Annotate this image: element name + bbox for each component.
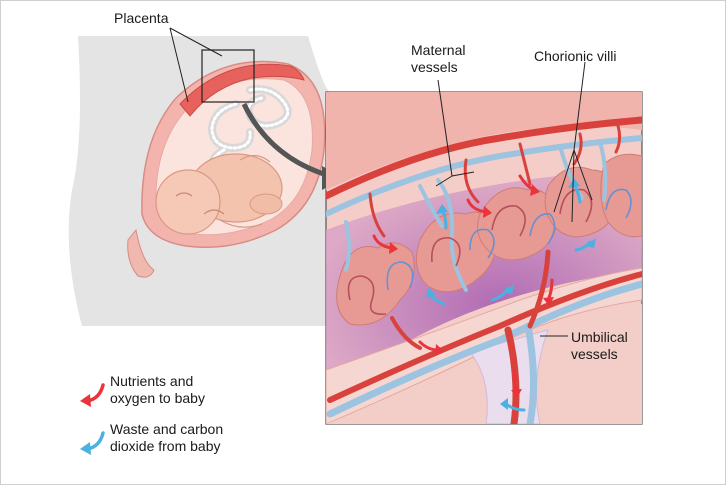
red-curved-arrow-icon [80, 383, 105, 407]
label-maternal-vessels-line1: Maternal [411, 42, 466, 58]
cervix [127, 228, 155, 278]
legend-waste-line1: Waste and carbon [110, 421, 224, 437]
maternal-vein [326, 135, 642, 217]
label-placenta: Placenta [114, 10, 169, 26]
legend-nutrients-line1: Nutrients and [110, 373, 194, 389]
legend-nutrients-line2: oxygen to baby [110, 390, 205, 406]
fetal-artery [327, 271, 642, 403]
label-maternal-vessels-line2: vessels [411, 59, 458, 75]
label-umbilical-vessels-line2: vessels [571, 346, 618, 362]
label-umbilical-vessels: Umbilical vessels [571, 329, 628, 363]
fetus [155, 153, 283, 235]
label-leaders [435, 61, 593, 337]
zoom-box [201, 49, 255, 103]
label-maternal-vessels: Maternal vessels [411, 42, 465, 76]
legend-waste-line2: dioxide from baby [110, 438, 221, 454]
villus-capillaries [347, 188, 632, 316]
maternal-artery [326, 116, 642, 200]
legend-item-nutrients: Nutrients and oxygen to baby [110, 373, 205, 407]
label-umbilical-vessels-line1: Umbilical [571, 329, 628, 345]
legend-item-waste: Waste and carbon dioxide from baby [110, 421, 223, 455]
fetal-vein [326, 280, 642, 418]
blue-curved-arrow-icon [80, 431, 105, 455]
placenta-organ [179, 63, 305, 117]
label-chorionic-villi: Chorionic villi [534, 48, 617, 64]
placenta-leader [169, 27, 223, 103]
zoom-arrow [241, 102, 331, 179]
